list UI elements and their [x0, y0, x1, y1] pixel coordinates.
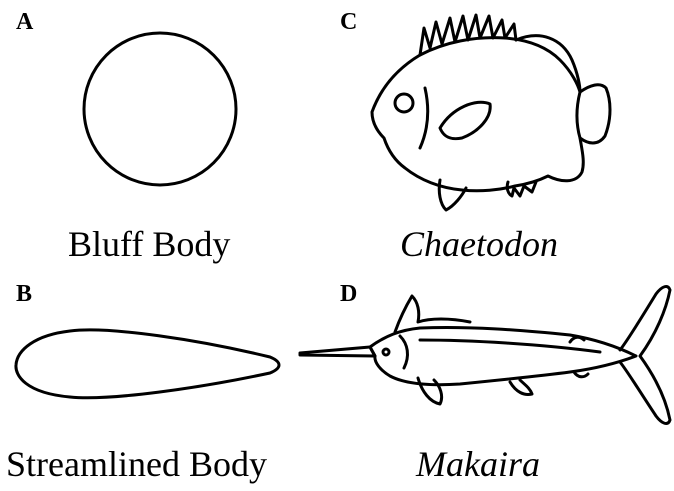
- panel-d-caption: Makaira: [416, 446, 540, 482]
